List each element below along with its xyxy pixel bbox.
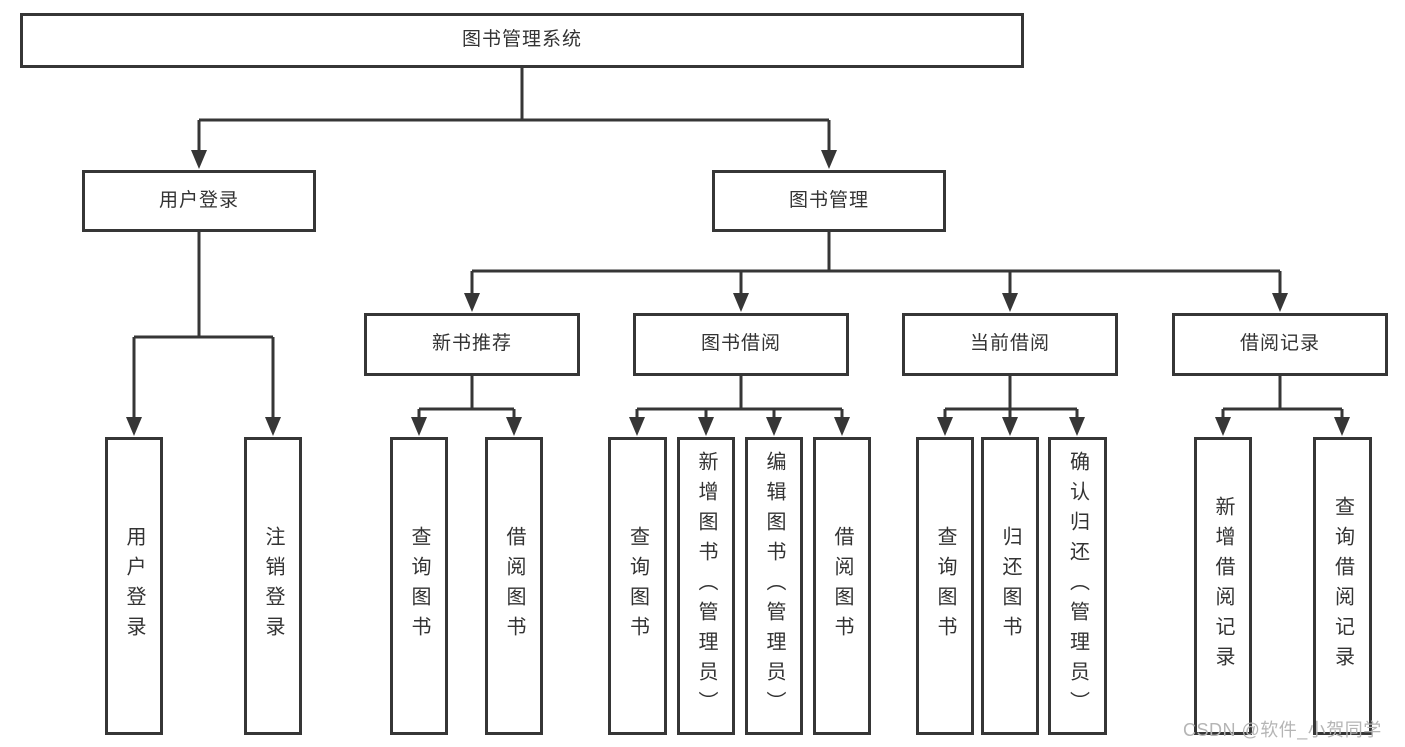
connector-book-borrow-to-leaves — [629, 376, 850, 436]
node-new-book-recommend: 新书推荐 — [364, 313, 580, 376]
node-book-management: 图书管理 — [712, 170, 946, 232]
leaf-logout: 注销登录 — [244, 437, 302, 735]
leaf-borrow-add-books-admin: 新增图书（管理员） — [677, 437, 735, 735]
leaf-recommend-query-books: 查询图书 — [390, 437, 448, 735]
leaf-borrow-edit-books-admin: 编辑图书（管理员） — [745, 437, 803, 735]
node-current-borrow: 当前借阅 — [902, 313, 1118, 376]
connector-current-borrow-to-leaves — [937, 376, 1085, 436]
leaf-borrow-query-books: 查询图书 — [608, 437, 667, 735]
node-book-borrow: 图书借阅 — [633, 313, 849, 376]
leaf-user-login: 用户登录 — [105, 437, 163, 735]
node-user-login: 用户登录 — [82, 170, 316, 232]
leaf-current-return-books: 归还图书 — [981, 437, 1039, 735]
connector-root-to-level2 — [191, 68, 837, 169]
connector-book-management-to-level3 — [464, 232, 1288, 312]
leaf-records-add-borrow-record: 新增借阅记录 — [1194, 437, 1252, 735]
connector-borrow-records-to-leaves — [1215, 376, 1350, 436]
leaf-borrow-borrow-books: 借阅图书 — [813, 437, 871, 735]
leaf-records-query-borrow-record: 查询借阅记录 — [1313, 437, 1372, 735]
node-root-library-management-system: 图书管理系统 — [20, 13, 1024, 68]
leaf-recommend-borrow-books: 借阅图书 — [485, 437, 543, 735]
node-borrow-records: 借阅记录 — [1172, 313, 1388, 376]
leaf-current-confirm-return-admin: 确认归还（管理员） — [1048, 437, 1107, 735]
connector-new-book-recommend-to-leaves — [411, 376, 522, 436]
leaf-current-query-books: 查询图书 — [916, 437, 974, 735]
connector-user-login-to-leaves — [126, 232, 281, 436]
